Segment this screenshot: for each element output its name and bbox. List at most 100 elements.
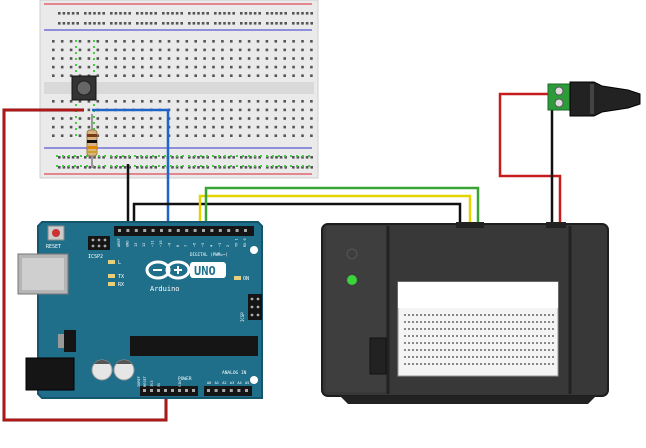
- digital-pin-label: 7: [184, 245, 188, 247]
- rail-hole: [58, 22, 61, 25]
- board-hole: [212, 40, 215, 43]
- board-hole: [123, 57, 126, 60]
- rail-hole: [119, 166, 122, 169]
- paper-dot: [468, 321, 470, 323]
- digital-header-pins: [118, 229, 247, 232]
- header-pin: [192, 389, 195, 392]
- rail-hole: [128, 166, 131, 169]
- paper-dot: [504, 349, 506, 351]
- rail-hole: [249, 156, 252, 159]
- board-hole: [203, 48, 206, 52]
- rail-hole: [218, 22, 222, 25]
- rail-hole: [232, 22, 235, 25]
- board-hole: [105, 65, 108, 69]
- rail-hole: [88, 166, 92, 169]
- paper-dot: [528, 328, 530, 330]
- board-hole: [141, 100, 144, 103]
- board-hole: [87, 48, 91, 52]
- paper-dot: [484, 363, 486, 365]
- rail-hole: [119, 156, 122, 159]
- board-hole: [123, 65, 126, 69]
- board-hole: [194, 108, 197, 112]
- board-hole: [87, 65, 91, 69]
- board-hole: [96, 117, 100, 120]
- board-hole: [301, 48, 304, 52]
- paper-dot: [424, 342, 426, 344]
- paper-dot: [488, 314, 490, 316]
- paper-dot: [480, 342, 482, 344]
- board-hole: [310, 125, 313, 129]
- header-pin: [185, 229, 189, 232]
- rail-hole: [227, 22, 231, 25]
- rail-hole: [266, 12, 269, 15]
- paper-dot: [524, 363, 526, 365]
- board-hole: [310, 74, 313, 77]
- board-hole: [301, 117, 304, 120]
- board-hole: [230, 57, 233, 60]
- paper-dot: [436, 356, 438, 358]
- board-hole: [69, 117, 73, 120]
- rail-hole: [149, 166, 153, 169]
- board-hole: [230, 117, 233, 120]
- paper-dot: [456, 342, 458, 344]
- paper-dot: [524, 349, 526, 351]
- rail-hole: [97, 12, 101, 15]
- header-pin: [185, 389, 188, 392]
- board-hole: [230, 48, 233, 52]
- board-hole: [78, 100, 82, 103]
- paper-dot: [540, 349, 542, 351]
- paper-dot: [520, 314, 522, 316]
- paper-dot: [548, 335, 550, 337]
- paper-dot: [440, 356, 442, 358]
- paper-dot: [432, 335, 434, 337]
- board-hole: [158, 125, 162, 129]
- header-pin: [214, 389, 218, 392]
- rail-hole: [149, 12, 153, 15]
- paper-dot: [428, 349, 430, 351]
- rail-hole: [275, 166, 278, 169]
- rail-hole: [154, 166, 157, 169]
- board-hole: [292, 48, 295, 52]
- rail-hole: [296, 156, 300, 159]
- digital-pin-label: AREF: [117, 238, 121, 247]
- rail-hole: [76, 22, 79, 25]
- board-hole: [292, 65, 295, 69]
- rail-hole: [97, 156, 101, 159]
- paper-dot: [408, 356, 410, 358]
- paper-dot: [456, 314, 458, 316]
- board-hole: [256, 40, 260, 43]
- paper-dot: [420, 314, 422, 316]
- paper-dot: [460, 349, 462, 351]
- rail-hole: [154, 12, 157, 15]
- paper-dot: [484, 321, 486, 323]
- board-hole: [221, 134, 224, 137]
- board-hole: [60, 48, 64, 52]
- board-hole: [194, 74, 197, 77]
- paper-dot: [444, 335, 446, 337]
- paper-dot: [420, 349, 422, 351]
- board-hole: [283, 100, 286, 103]
- board-hole: [212, 65, 215, 69]
- paper-dot: [532, 335, 534, 337]
- paper-dot: [468, 328, 470, 330]
- board-hole: [301, 40, 304, 43]
- rail-hole: [206, 22, 209, 25]
- paper-dot: [504, 335, 506, 337]
- paper-dot: [476, 314, 478, 316]
- uno-logo-text: UNO: [194, 264, 216, 278]
- rail-hole: [93, 156, 96, 159]
- paper-dot: [412, 342, 414, 344]
- wire-green: [204, 186, 480, 232]
- board-hole: [274, 57, 278, 60]
- paper-dot: [456, 328, 458, 330]
- board-hole: [114, 134, 117, 137]
- rail-hole: [214, 156, 217, 159]
- board-hole: [96, 57, 100, 60]
- board-hole: [60, 125, 64, 129]
- rail-hole: [162, 156, 165, 159]
- paper-dot: [548, 363, 550, 365]
- paper-dot: [468, 314, 470, 316]
- rail-hole: [201, 166, 205, 169]
- board-hole: [256, 65, 260, 69]
- board-hole: [274, 134, 278, 137]
